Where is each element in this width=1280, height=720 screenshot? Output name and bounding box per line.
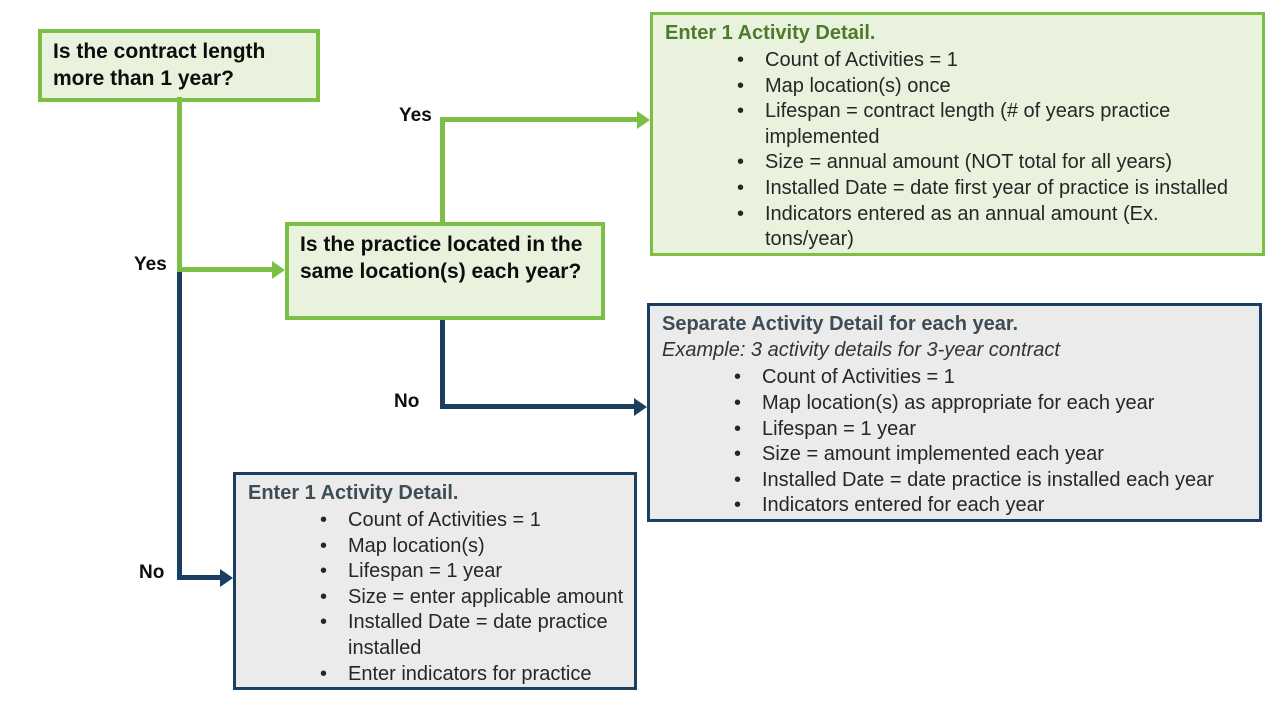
- bullet-item: Enter indicators for practice: [296, 662, 624, 688]
- label-q2-no: No: [394, 391, 420, 412]
- result-heading: Enter 1 Activity Detail.: [248, 482, 459, 504]
- label-q2-yes: Yes: [399, 105, 432, 126]
- question-same-location-box: Is the practice located in the same loca…: [285, 222, 605, 320]
- result-heading: Separate Activity Detail for each year.: [662, 313, 1019, 335]
- bullet-item: Count of Activities = 1: [296, 508, 624, 534]
- bullet-item: Indicators entered as an annual amount (…: [713, 202, 1252, 253]
- result-bullet-list: Count of Activities = 1 Map location(s) …: [236, 508, 634, 687]
- connector-q1-down-navy: [177, 272, 182, 578]
- connector-q2-yes-horizontal: [440, 117, 638, 122]
- result-bullet-list: Count of Activities = 1 Map location(s) …: [653, 48, 1262, 253]
- result-heading: Enter 1 Activity Detail.: [665, 22, 876, 44]
- result-box-single-activity-multiyear: Enter 1 Activity Detail. Count of Activi…: [650, 12, 1265, 256]
- bullet-item: Lifespan = contract length (# of years p…: [713, 99, 1252, 150]
- bullet-item: Size = amount implemented each year: [710, 442, 1249, 468]
- arrowhead-q1-no-icon: [220, 569, 233, 587]
- label-q1-no: No: [139, 562, 165, 583]
- bullet-item: Installed Date = date practice installed: [296, 610, 624, 661]
- bullet-item: Size = annual amount (NOT total for all …: [713, 150, 1252, 176]
- result-box-separate-activity-details: Separate Activity Detail for each year. …: [647, 303, 1262, 522]
- connector-q1-down-green: [177, 97, 182, 271]
- bullet-item: Map location(s): [296, 534, 624, 560]
- connector-q1-no-horizontal: [177, 575, 221, 580]
- result-example-note: Example: 3 activity details for 3-year c…: [662, 339, 1060, 361]
- connector-q2-up-green: [440, 119, 445, 222]
- label-q1-yes: Yes: [134, 254, 167, 275]
- arrowhead-q2-no-icon: [634, 398, 647, 416]
- connector-q1-yes-horizontal: [177, 267, 273, 272]
- bullet-item: Map location(s) once: [713, 74, 1252, 100]
- question-contract-length-box: Is the contract length more than 1 year?: [38, 29, 320, 102]
- connector-q2-down-navy: [440, 320, 445, 406]
- result-box-single-activity-oneyear: Enter 1 Activity Detail. Count of Activi…: [233, 472, 637, 691]
- bullet-item: Indicators entered for each year: [710, 493, 1249, 519]
- bullet-item: Count of Activities = 1: [710, 365, 1249, 391]
- bullet-item: Map location(s) as appropriate for each …: [710, 391, 1249, 417]
- bullet-item: Installed Date = date first year of prac…: [713, 176, 1252, 202]
- bullet-item: Lifespan = 1 year: [710, 417, 1249, 443]
- connector-q2-no-horizontal: [440, 404, 635, 409]
- result-bullet-list: Count of Activities = 1 Map location(s) …: [650, 365, 1259, 519]
- bullet-item: Count of Activities = 1: [713, 48, 1252, 74]
- bullet-item: Installed Date = date practice is instal…: [710, 468, 1249, 494]
- arrowhead-q1-yes-icon: [272, 261, 285, 279]
- bullet-item: Lifespan = 1 year: [296, 559, 624, 585]
- bullet-item: Size = enter applicable amount: [296, 585, 624, 611]
- arrowhead-q2-yes-icon: [637, 111, 650, 129]
